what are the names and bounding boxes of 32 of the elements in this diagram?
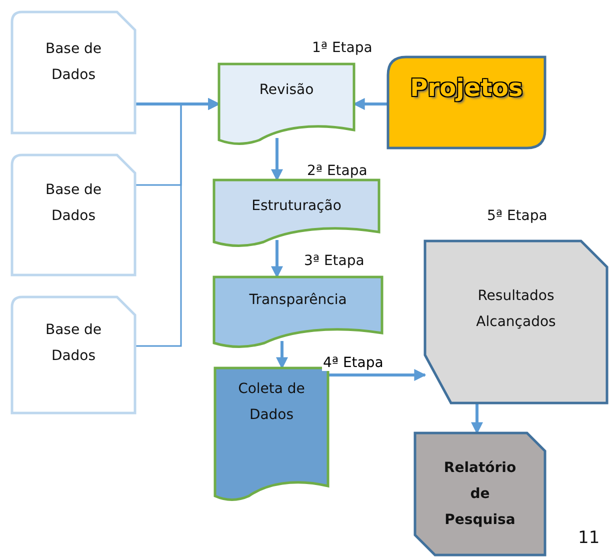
- arrow: [328, 369, 426, 381]
- node-label: Base de Dados: [44, 181, 103, 226]
- node-label: Estruturação: [250, 197, 342, 216]
- arrow: [352, 98, 388, 110]
- arrow: [471, 403, 483, 434]
- database-card: [12, 297, 135, 413]
- stage-label: 3ª Etapa: [304, 253, 364, 269]
- document-box: [215, 368, 328, 500]
- node-label: Transparência: [248, 291, 348, 310]
- document-box: [214, 277, 382, 347]
- document-box: [219, 64, 354, 144]
- database-card: [12, 155, 135, 275]
- node-label: Relatório de Pesquisa: [442, 459, 518, 530]
- arrow: [271, 138, 283, 182]
- stage-label: 2ª Etapa: [307, 163, 368, 179]
- page-number: 11: [578, 528, 600, 548]
- arrow: [135, 98, 220, 347]
- stage-label: 5ª Etapa: [487, 208, 548, 224]
- node-label: Revisão: [258, 81, 315, 100]
- input-box: [388, 57, 545, 148]
- database-card: [12, 12, 135, 133]
- node-label: Coleta de Dados: [237, 380, 306, 425]
- stage-label: 1ª Etapa: [312, 40, 372, 56]
- result-box: [425, 241, 607, 403]
- arrow: [271, 240, 283, 278]
- node-label: Resultados Alcançados: [475, 287, 557, 332]
- edge-label: 4ª Etapa: [322, 355, 384, 371]
- report-box: [415, 433, 545, 555]
- document-box: [214, 180, 379, 246]
- node-label: Base de Dados: [44, 40, 103, 85]
- node-label: Base de Dados: [44, 321, 103, 366]
- arrow: [276, 341, 288, 370]
